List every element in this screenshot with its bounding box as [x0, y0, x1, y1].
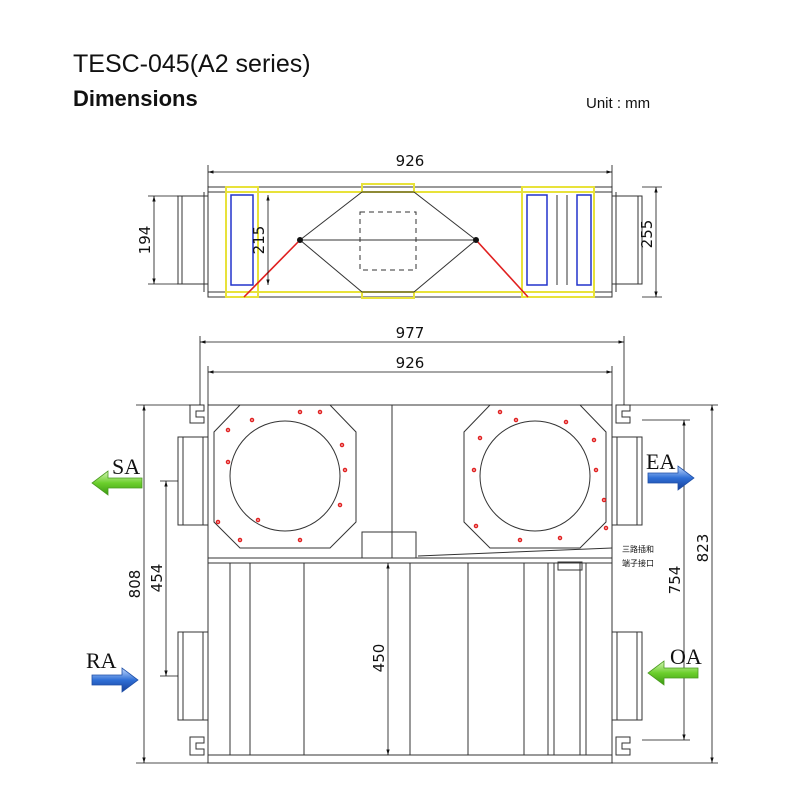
right-fan-outlet: [479, 420, 591, 532]
top-view-dimensions: [148, 165, 662, 298]
left-fan-housing: [213, 404, 357, 549]
top-right-duct: [611, 195, 643, 285]
front-lower-height-label: 450: [370, 644, 388, 673]
top-view-body: [207, 186, 613, 298]
fan-red-marks: [215, 409, 609, 543]
front-port-spacing-left-label: 454: [148, 564, 166, 593]
top-width-label: 926: [396, 152, 425, 170]
top-inner-height-label: 215: [250, 226, 268, 255]
heat-exchanger-outline: [299, 191, 477, 293]
front-view: [177, 404, 643, 764]
left-fan-outlet: [229, 420, 341, 532]
terminal-note-line2: 端子接口: [622, 558, 654, 568]
ea-arrow-icon: [647, 465, 695, 491]
model-title: TESC-045(A2 series): [73, 50, 311, 78]
front-view-body: [207, 404, 613, 764]
control-box: [361, 531, 417, 559]
oa-arrow-icon: [647, 660, 699, 686]
mounting-brackets: [189, 404, 631, 756]
top-view-red-lines: [243, 239, 529, 298]
terminal-note-line1: 三路插和: [622, 544, 654, 554]
ra-label: RA: [86, 648, 117, 673]
airflow-arrows: [91, 465, 699, 693]
lower-panels: [229, 561, 587, 755]
top-view: [177, 183, 643, 299]
front-side-ducts: [177, 436, 643, 721]
front-overall-width-label: 926: [396, 354, 425, 372]
heat-exchanger-core: [359, 211, 417, 271]
top-view-yellow-outline: [225, 183, 595, 299]
front-overall-width-label-top: 977: [396, 324, 425, 342]
top-view-filters: [230, 194, 592, 286]
ea-label: EA: [646, 449, 675, 474]
unit-label: Unit : mm: [586, 95, 651, 112]
top-duct-height-label: 194: [136, 226, 154, 255]
top-left-duct: [177, 195, 209, 285]
sa-label: SA: [112, 454, 140, 479]
front-total-height-label: 823: [694, 534, 712, 563]
top-total-height-label: 255: [638, 220, 656, 249]
oa-label: OA: [670, 644, 702, 669]
right-fan-housing: [463, 404, 607, 549]
sa-arrow-icon: [91, 470, 143, 496]
front-port-span-label: 808: [126, 570, 144, 599]
ra-arrow-icon: [91, 667, 139, 693]
front-port-spacing-right-label: 754: [666, 566, 684, 595]
section-title: Dimensions: [73, 86, 198, 111]
